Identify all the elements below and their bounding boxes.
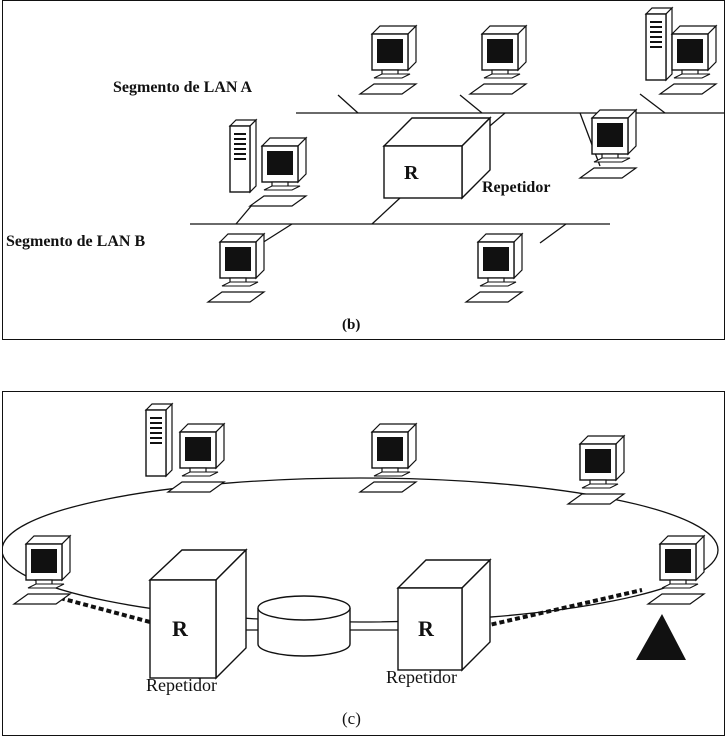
lan-segment-a-label: Segmento de LAN A [113, 79, 253, 96]
repeater-left-label: Repetidor [146, 675, 217, 695]
workstation-icon [647, 535, 705, 605]
ring-network [2, 477, 719, 623]
repeater-right-letter: R [418, 616, 434, 641]
server-tower-icon [145, 403, 173, 477]
repeater-box-icon [396, 558, 492, 672]
lan-segment-b-label: Segmento de LAN B [6, 233, 146, 250]
repeater-left-letter: R [172, 616, 188, 641]
repeater-right-label: Repetidor [386, 667, 457, 687]
repeater-letter: R [404, 162, 419, 184]
repeater-box-icon [382, 116, 492, 200]
repeater-box-icon [148, 548, 248, 680]
disk-cylinder-icon [257, 595, 351, 657]
caption-c: (c) [342, 709, 361, 728]
terminator-triangle-icon [636, 614, 686, 660]
workstation-icon [567, 435, 625, 505]
panel-b-drawing [190, 7, 725, 303]
workstation-icon [359, 423, 417, 493]
repeater-label: Repetidor [482, 179, 551, 196]
caption-b: (b) [342, 317, 361, 333]
workstation-icon [167, 423, 225, 493]
workstation-icon [13, 535, 71, 605]
